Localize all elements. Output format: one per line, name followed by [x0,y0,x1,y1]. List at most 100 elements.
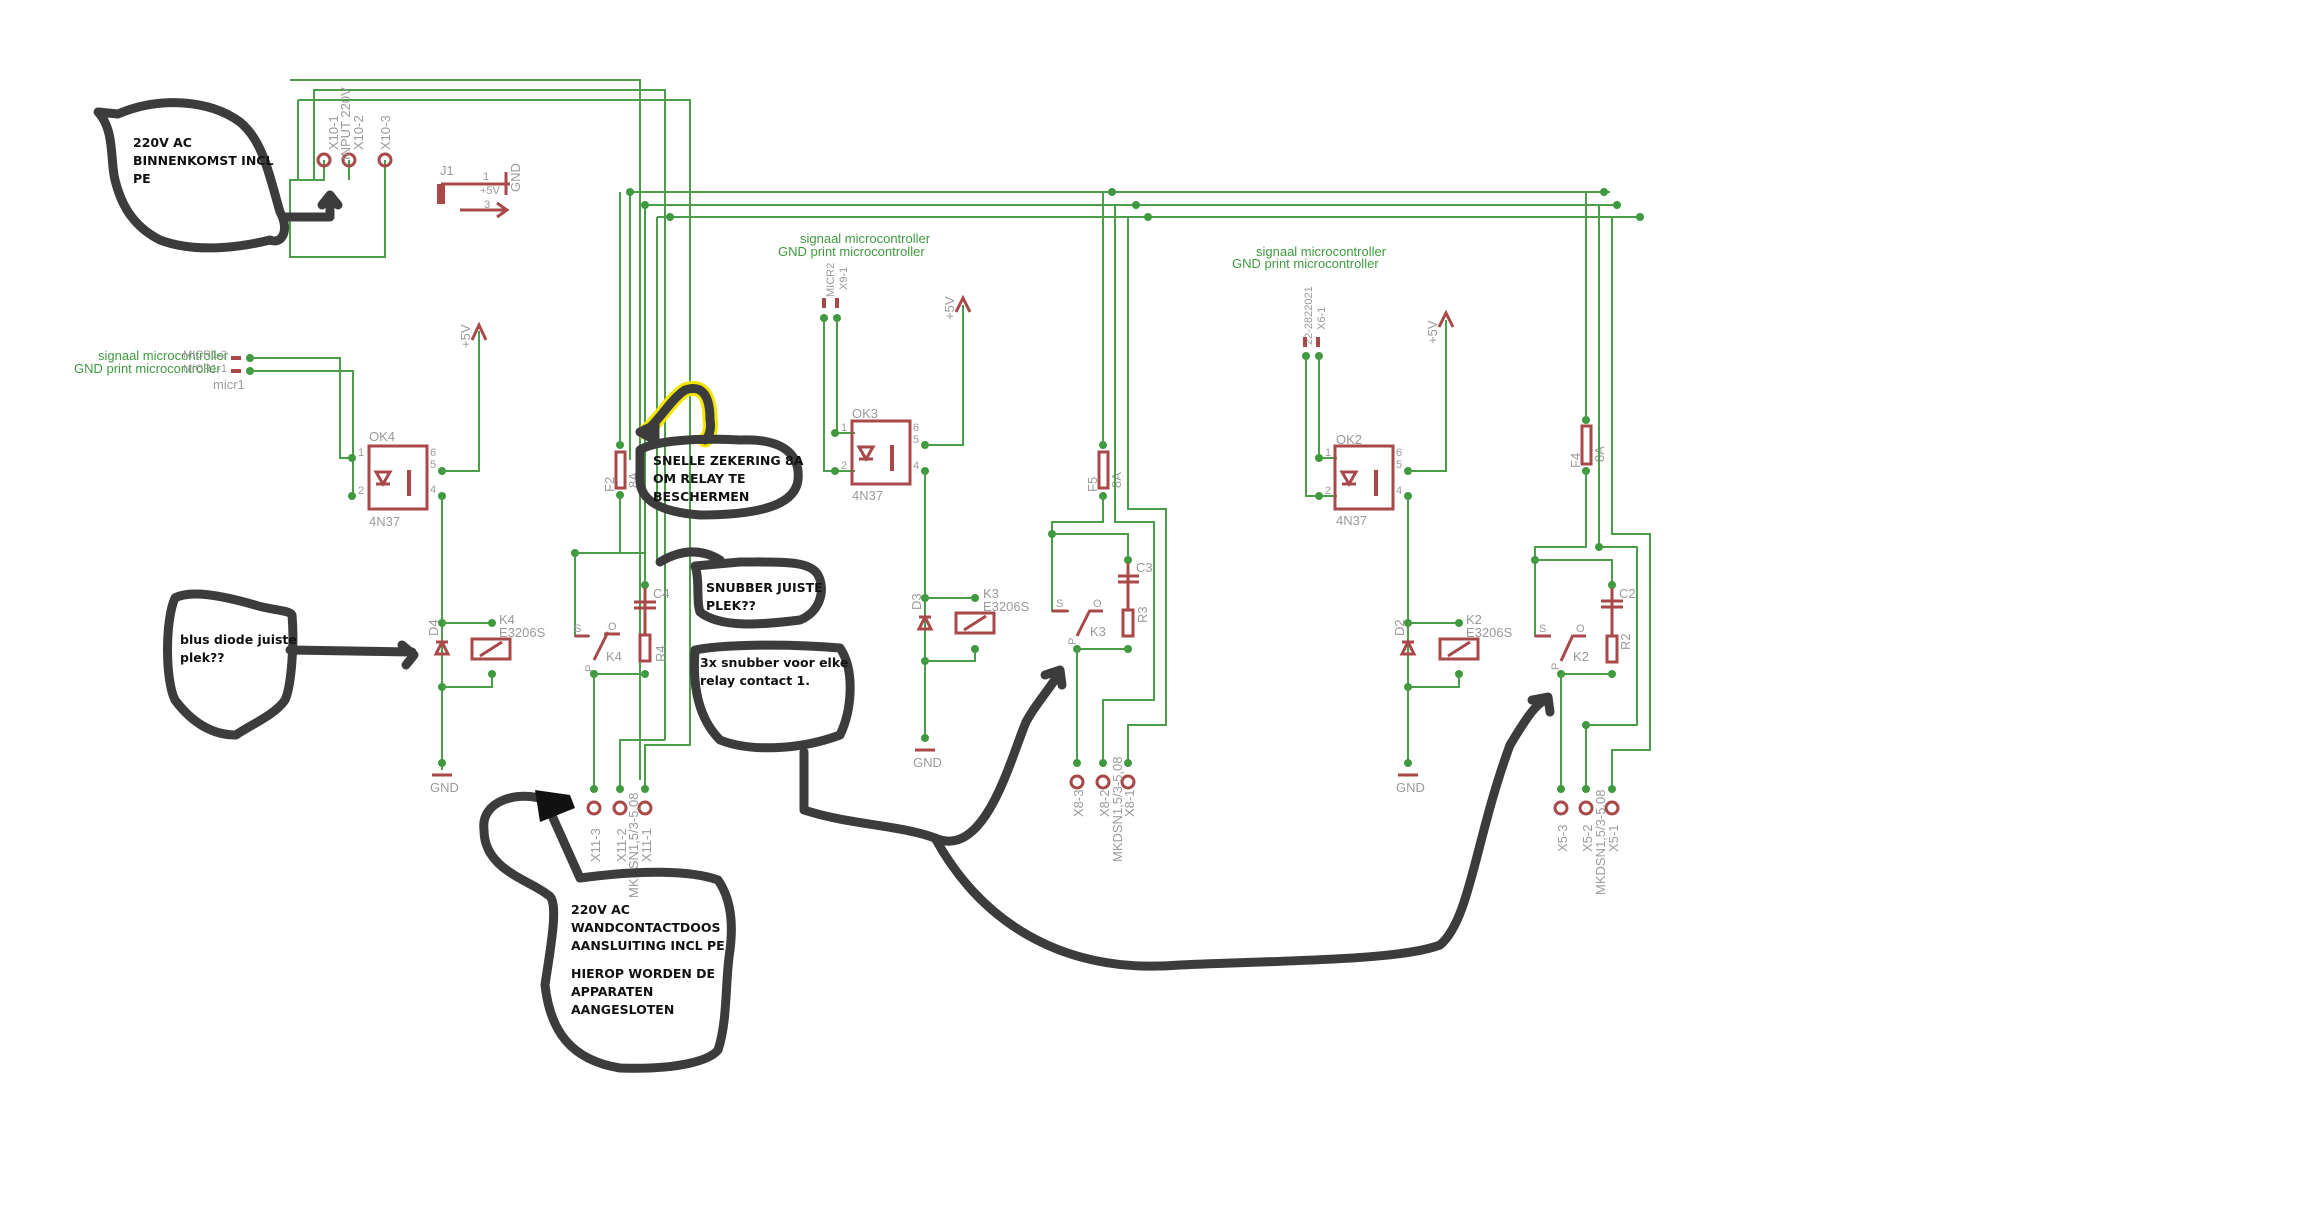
wire-out-2 [619,739,665,789]
wire [1535,559,1613,585]
label-ok3: OK3 [852,406,878,421]
wire-ch3-5v [925,305,964,446]
wire-n-ch3 [1102,205,1155,763]
terminal-x5-1[interactable] [1604,800,1620,816]
junction [438,759,446,767]
junction [1455,619,1463,627]
pin-micr2: MICR2 [825,263,837,297]
switch-pin-o: O [608,621,617,633]
label-mkdsn: MKDSN1,5/3-5,08 [1110,757,1125,863]
wire-out-1 [644,720,691,789]
terminal-x5-3[interactable] [1553,800,1569,816]
label-4n37: 4N37 [852,488,883,503]
note-snubber3x-line2: relay contact 1. [700,673,810,688]
label-j1: J1 [440,163,454,178]
label-x10-3: X10-3 [378,115,393,150]
wire-pe-ch2 [1611,217,1651,789]
junction [626,188,634,196]
wire [1318,356,1337,459]
note-output-line4: HIEROP WORDEN DE [571,966,715,981]
connector-x8: X8-3 X8-2 X8-1 MKDSN1,5/3-5,08 [1069,757,1137,863]
label-x11-2: X11-2 [614,828,629,862]
terminal-x5-2[interactable] [1578,800,1594,816]
label-5v: +5V [942,296,957,320]
opto-pin-6: 6 [1396,447,1402,459]
junction [641,581,649,589]
resistor-r4: R4 [638,633,668,663]
junction [1595,543,1603,551]
opto-body [367,444,429,511]
wire [823,318,855,472]
j1-pin3: 3 [484,199,490,211]
label-x8-3: X8-3 [1071,790,1086,817]
capacitor-c3: C3 [1118,560,1153,584]
note-fuse-line1: SNELLE ZEKERING 8A [653,453,804,468]
terminal-x8-3[interactable] [1069,774,1085,790]
junction [1073,759,1081,767]
label-ok4: OK4 [369,429,395,444]
junction [666,213,674,221]
connector-x10: X10-1 X10-2 X10-3 INPUT 220V [316,87,393,168]
annotation-bubble [635,434,803,520]
wire-ch4-signal [250,357,352,459]
label-8a: 8A [1109,472,1124,488]
label-x5-3: X5-3 [1555,825,1570,852]
phototransistor-icon [1374,470,1378,496]
wire-fuse-to-switch [1051,496,1104,612]
junction [1315,492,1323,500]
terminal-x11-3[interactable] [586,800,602,816]
annotation-bubble [163,589,298,740]
label-e3206s: E3206S [1466,625,1513,640]
label-k2-switch: K2 [1573,649,1589,664]
opto-pin-5: 5 [913,434,919,446]
terminal-x8-2[interactable] [1095,774,1111,790]
led-icon [1339,470,1359,487]
junction [1108,188,1116,196]
annotation-input: 220V AC BINNENKOMST INCL PE [93,98,343,253]
relay-coil-k3: K3 E3206S [954,586,1030,635]
label-x10-2: X10-2 [351,115,366,150]
phototransistor-icon [407,470,411,496]
terminal-x10-1[interactable] [316,152,332,168]
junction [1132,201,1140,209]
terminal-x8-1[interactable] [1120,774,1136,790]
pin-x6-1: X6-1 [1316,307,1328,330]
terminal-x11-1[interactable] [637,800,653,816]
note-output-line3: AANSLUITING INCL PE [571,938,725,953]
terminal-x10-3[interactable] [377,152,393,168]
label-ok2: OK2 [1336,432,1362,447]
junction [831,467,839,475]
note-output-line6: AANGESLOTEN [571,1002,674,1017]
pin-x9-1: X9-1 [838,267,850,290]
terminal-x10-2[interactable] [341,152,357,168]
coil-slash [479,640,503,658]
arrow-to-k2 [930,695,1550,971]
junction [616,785,624,793]
label-c2: C2 [1619,586,1636,601]
wire [925,649,976,662]
annotation-output: 220V AC WANDCONTACTDOOS AANSLUITING INCL… [479,790,736,1073]
fuse-icon [614,450,627,490]
wire-ch2-5v [1408,320,1447,472]
annotation-fuse: SNELLE ZEKERING 8A OM RELAY TE BESCHERME… [635,381,804,520]
annotation-bubble [690,557,826,629]
annotation-diode: blus diode juiste plek?? [163,589,419,740]
vcc-arrow-icon [470,321,488,341]
wire-ch4-5v [442,331,480,472]
arrow-icon [640,384,715,445]
relay-coil-icon [954,611,996,635]
note-output-line2: WANDCONTACTDOOS [571,920,721,935]
arrow-icon [285,645,417,657]
relay-switch-k4: S O P K4 [574,621,622,672]
mc-pin-icon [835,298,839,308]
opto-pin-5: 5 [430,459,436,471]
junction [348,454,356,462]
capacitor-c2: C2 [1601,586,1636,609]
label-x5-1: X5-1 [1606,825,1621,852]
switch-pin-o: O [1576,623,1585,635]
terminal-x11-2[interactable] [612,800,628,816]
label-c3: C3 [1136,560,1153,575]
note-fuse-line2: OM RELAY TE [653,471,746,486]
net-gnd-ch3: GND print microcontroller [778,244,925,259]
wire-pe-ch3 [1127,217,1167,763]
